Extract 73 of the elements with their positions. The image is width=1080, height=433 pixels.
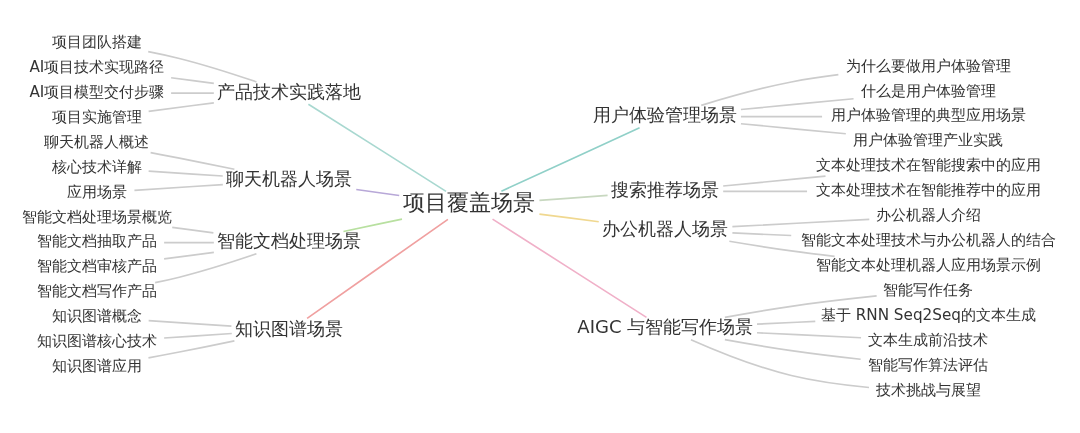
node-text: 智能文档抽取产品 [36,231,157,250]
connector [149,151,236,170]
connector [538,212,600,223]
node-text: 智能文档处理场景 [217,229,362,251]
node-text: 文本处理技术在智能搜索中的应用 [815,155,1041,174]
connector [724,338,862,360]
node-text: 什么是用户体验管理 [860,81,996,100]
node-text: 文本生成前沿技术 [868,330,989,349]
node-text: 智能文档审核产品 [36,256,157,275]
node-text: 智能文本处理技术与办公机器人的结合 [800,230,1056,249]
node-text: 知识图谱核心技术 [36,331,157,350]
connector [538,194,609,201]
node-text: AIGC 与智能写作场景 [577,315,754,337]
connector [170,91,215,94]
connector [728,239,836,257]
connector [740,115,823,117]
node-text: 知识图谱场景 [235,317,344,339]
node-text: 项目团队搭建 [51,32,142,51]
connector [491,217,648,318]
connector [171,226,215,234]
node-text: 知识图谱概念 [51,306,142,325]
connector [163,332,233,339]
connector [133,183,224,191]
node-text: 智能写作任务 [883,280,974,299]
connector [700,73,840,106]
connector [307,102,447,192]
connector [147,339,236,359]
node-text: 核心技术详解 [51,157,142,176]
node-text: 智能文本处理机器人应用场景示例 [815,255,1041,274]
node-text: 聊天机器人概述 [44,132,150,151]
connector [342,217,403,232]
node-text: 知识图谱应用 [51,356,142,375]
connector [724,294,878,318]
connector [170,76,215,84]
node-text: AI项目技术实现路径 [29,57,165,76]
node-text: AI项目模型交付步骤 [29,82,165,101]
node-text: 用户体验管理场景 [593,103,738,125]
connector [722,190,808,192]
node-text: 办公机器人介绍 [875,205,981,224]
connector [740,97,855,110]
connector [756,331,862,339]
connector [756,320,817,325]
node-text: 为什么要做用户体验管理 [845,56,1011,75]
connector [147,50,258,83]
node-text: 聊天机器人场景 [226,167,353,189]
node-text: 智能写作算法评估 [868,355,989,374]
node-text: 文本处理技术在智能推荐中的应用 [815,180,1041,199]
connector [690,338,870,388]
connector [163,241,215,243]
node-text: 项目实施管理 [51,107,142,126]
connector [500,126,641,192]
node-text: 基于 RNN Seq2Seq的文本生成 [820,305,1036,324]
connector [154,252,258,283]
node-text: 用户体验管理产业实践 [853,130,1004,149]
connector [163,251,215,260]
connector [731,231,793,236]
connector [147,169,224,177]
connector [731,218,871,227]
node-text: 办公机器人场景 [602,217,729,239]
node-text: 智能文档处理场景概览 [21,207,172,226]
connector [147,319,233,327]
connector [147,101,215,112]
connector [722,174,827,187]
node-text: 智能文档写作产品 [36,281,157,300]
node-text: 产品技术实践落地 [217,80,362,102]
connector [306,218,449,319]
node-text: 应用场景 [66,182,127,201]
node-text: 技术挑战与展望 [875,380,981,399]
connector [740,122,847,135]
node-text: 搜索推荐场景 [611,178,720,200]
node-text: 项目覆盖场景 [403,188,536,215]
node-text: 用户体验管理的典型应用场景 [830,105,1026,124]
connector [355,188,401,196]
